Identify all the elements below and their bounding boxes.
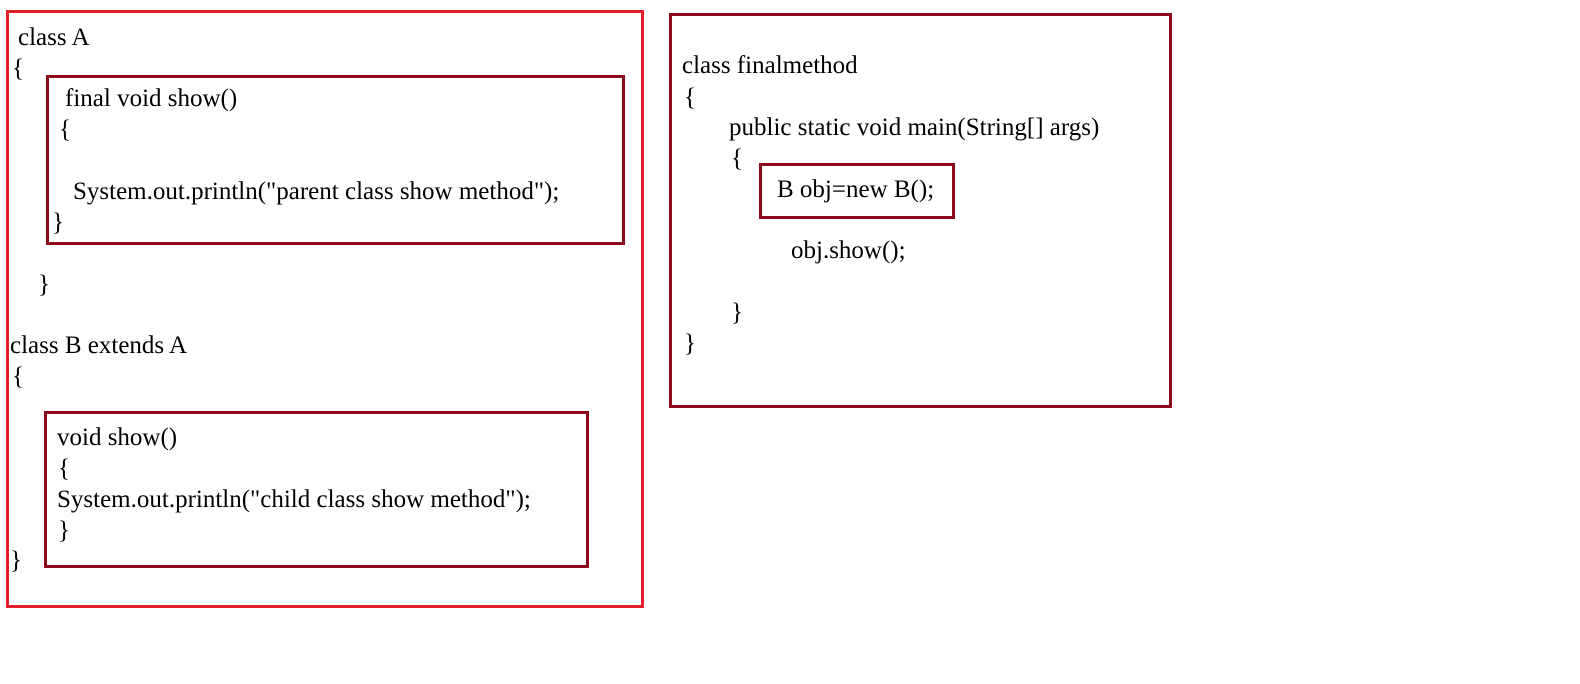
class-b-header: class B extends A: [10, 332, 188, 359]
main-method-close-brace: }: [731, 299, 743, 326]
class-a-header: class A: [18, 24, 90, 51]
class-a-show-method-box: [46, 75, 625, 245]
finalmethod-close-brace: }: [684, 330, 696, 357]
class-b-method-statement: System.out.println("child class show met…: [57, 486, 531, 513]
finalmethod-header: class finalmethod: [682, 52, 858, 79]
class-a-method-signature: final void show(): [65, 85, 238, 112]
class-b-show-method-box: [44, 411, 589, 568]
main-method-signature: public static void main(String[] args): [729, 114, 1100, 141]
class-a-method-open-brace: {: [59, 116, 71, 143]
show-method-call: obj.show();: [791, 237, 906, 264]
class-a-b-panel: [6, 10, 644, 608]
class-a-method-statement: System.out.println("parent class show me…: [73, 178, 560, 205]
class-a-method-close-brace: }: [52, 209, 64, 236]
class-b-method-signature: void show(): [57, 424, 178, 451]
main-method-open-brace: {: [731, 145, 743, 172]
finalmethod-class-panel: [669, 13, 1172, 408]
class-b-method-open-brace: {: [58, 455, 70, 482]
class-b-close-brace: }: [10, 547, 22, 574]
class-b-open-brace: {: [12, 363, 24, 390]
class-a-open-brace: {: [12, 55, 24, 82]
finalmethod-open-brace: {: [684, 84, 696, 111]
class-a-close-brace: }: [38, 271, 50, 298]
class-b-method-close-brace: }: [58, 517, 70, 544]
object-creation-box: [759, 163, 955, 219]
object-instantiation: B obj=new B();: [777, 176, 935, 203]
